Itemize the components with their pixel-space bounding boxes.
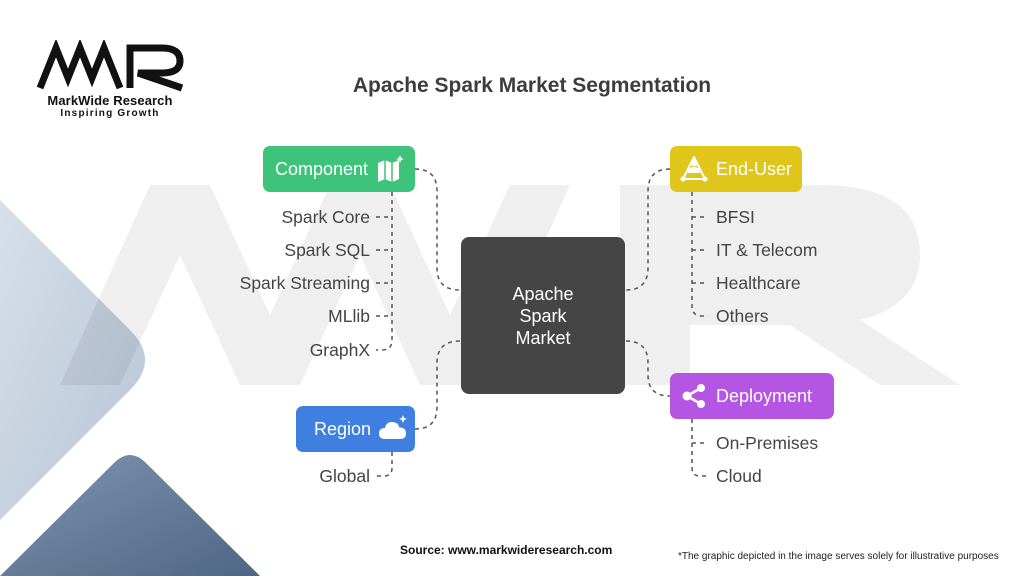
deployment-category-box: Deployment [670, 373, 834, 419]
end-user-item: BFSI [716, 207, 755, 227]
center-line-3: Market [515, 327, 571, 348]
disclaimer-note: *The graphic depicted in the image serve… [678, 551, 999, 562]
users-network-icon [680, 156, 708, 182]
deployment-item: On-Premises [716, 433, 819, 453]
component-label: Component [275, 158, 369, 179]
watermark-logo [60, 185, 960, 385]
component-item: Spark Core [281, 207, 370, 227]
region-label: Region [314, 418, 372, 439]
background-shape-left [0, 200, 145, 520]
cloud-icon [379, 415, 408, 439]
deployment-item: Cloud [716, 466, 762, 486]
component-category-box: Component [263, 146, 415, 192]
component-item: MLlib [328, 306, 370, 326]
component-item: Spark SQL [284, 240, 370, 260]
region-item: Global [319, 466, 370, 486]
brand-tagline: Inspiring Growth [60, 108, 160, 119]
center-label: Apache Spark Market [503, 283, 583, 349]
end-user-category-box: End-User [670, 146, 802, 192]
end-user-item: Healthcare [716, 273, 801, 293]
share-icon [682, 384, 705, 408]
end-user-item: IT & Telecom [716, 240, 818, 260]
component-item: GraphX [309, 340, 370, 360]
deployment-label: Deployment [716, 385, 813, 406]
brand-name: MarkWide Research [47, 93, 173, 108]
end-user-label: End-User [716, 158, 793, 179]
background-shape-bottom [0, 455, 260, 576]
component-item: Spark Streaming [239, 273, 370, 293]
center-node: Apache Spark Market [461, 237, 625, 394]
end-user-item: Others [716, 306, 769, 326]
center-line-2: Spark [519, 305, 567, 326]
brand-logo [36, 40, 184, 92]
page-title: Apache Spark Market Segmentation [352, 74, 712, 97]
source-credit: Source: www.markwideresearch.com [400, 543, 613, 557]
region-category-box: Region [296, 406, 415, 452]
center-line-1: Apache [512, 283, 574, 304]
map-icon [378, 155, 405, 182]
